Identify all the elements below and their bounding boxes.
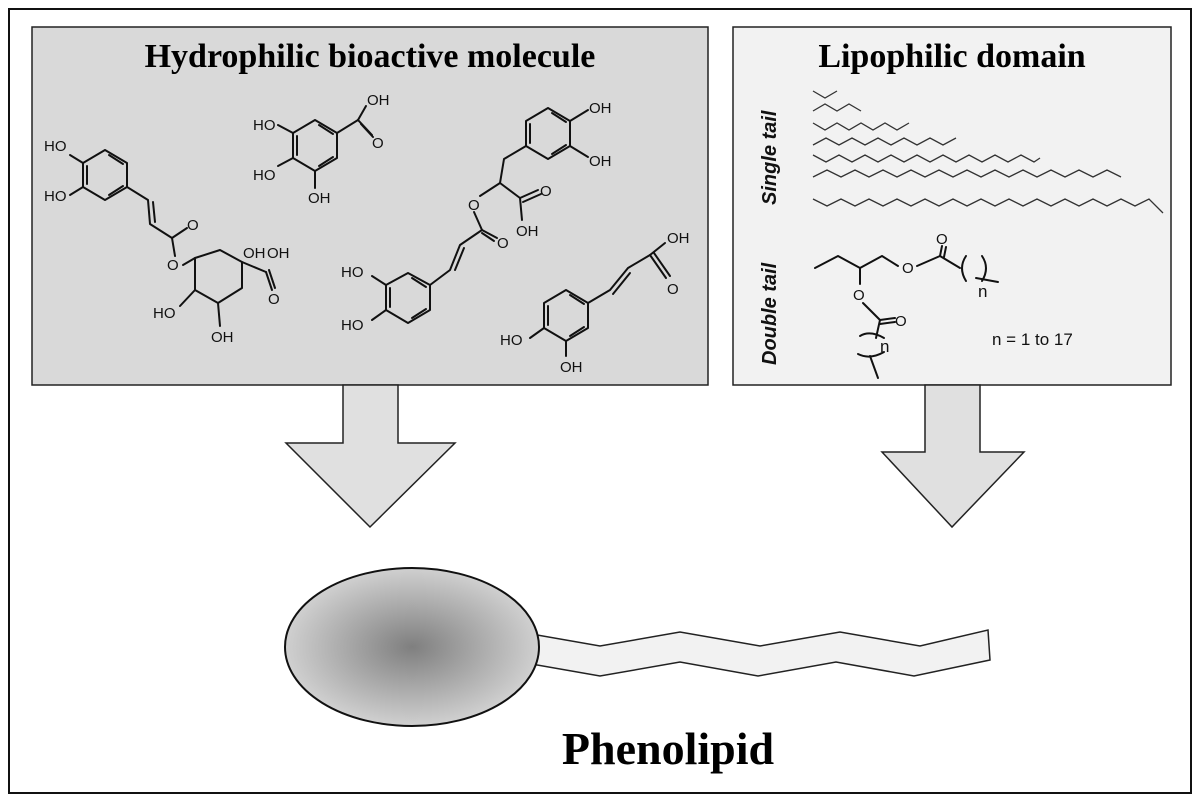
atom-label: O	[895, 313, 907, 330]
single-tail-chains	[812, 90, 1164, 214]
atom-label: OH	[667, 230, 690, 247]
phenolipid-label: Phenolipid	[562, 723, 775, 774]
gallic-acid-structure: OH O HO HO OH	[253, 92, 390, 207]
atom-label: HO	[253, 167, 276, 184]
atom-label: O	[853, 287, 865, 304]
atom-label: O	[540, 183, 552, 200]
atom-label: OH	[589, 153, 612, 170]
atom-label: OH	[560, 359, 583, 376]
lipophilic-panel-box	[732, 26, 1172, 386]
atom-label: O	[468, 197, 480, 214]
atom-label: OH	[367, 92, 390, 109]
double-tail-structure: O O n O O n n = 1 to 17	[814, 231, 1073, 379]
arrow-down-right	[880, 384, 1026, 529]
atom-label: HO	[341, 317, 364, 334]
atom-label: OH	[243, 245, 266, 262]
subscript-n: n	[978, 282, 987, 301]
atom-label: OH	[516, 223, 539, 240]
atom-label: HO	[153, 305, 176, 322]
double-tail-label: Double tail	[759, 262, 781, 365]
atom-label: HO	[253, 117, 276, 134]
hydrophilic-title: Hydrophilic bioactive molecule	[145, 38, 596, 75]
atom-label: O	[497, 235, 509, 252]
rosmarinic-acid-structure: OH OH O OH O O HO HO	[341, 100, 612, 334]
atom-label: OH	[267, 245, 290, 262]
atom-label: HO	[44, 138, 67, 155]
chlorogenic-acid-structure: HO HO O O O OH OH HO OH	[44, 138, 290, 346]
atom-label: O	[667, 281, 679, 298]
atom-label: O	[936, 231, 948, 248]
atom-label: O	[268, 291, 280, 308]
phenolipid-figure: Phenolipid	[284, 567, 991, 774]
single-tail-label: Single tail	[759, 110, 781, 205]
lipophilic-panel: Lipophilic domain Single tail Double tai…	[732, 26, 1172, 386]
atom-label: O	[167, 257, 179, 274]
atom-label: HO	[341, 264, 364, 281]
lipid-tail	[519, 629, 991, 677]
atom-label: OH	[308, 190, 331, 207]
atom-label: HO	[44, 188, 67, 205]
hydrophilic-panel: Hydrophilic bioactive molecule HO HO O O…	[31, 26, 709, 386]
atom-label: O	[187, 217, 199, 234]
arrow-down-left	[284, 384, 457, 529]
subscript-n: n	[880, 337, 889, 356]
atom-label: OH	[211, 329, 234, 346]
atom-label: HO	[500, 332, 523, 349]
atom-label: O	[372, 135, 384, 152]
lipophilic-title: Lipophilic domain	[818, 38, 1085, 75]
atom-label: OH	[589, 100, 612, 117]
atom-label: O	[902, 260, 914, 277]
n-range-label: n = 1 to 17	[992, 330, 1073, 349]
hydrophilic-panel-box	[31, 26, 709, 386]
polar-head	[284, 567, 540, 727]
caffeic-acid-structure: OH O HO OH	[500, 230, 690, 376]
